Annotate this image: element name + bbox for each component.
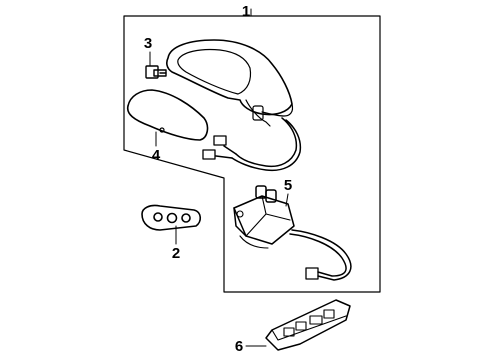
switch-module-part — [265, 299, 351, 351]
callout-5-label: 5 — [284, 177, 292, 194]
bulb-part — [145, 65, 167, 79]
gasket-part — [141, 204, 202, 231]
callout-5-leader — [285, 193, 289, 207]
mirror-wire-harness — [202, 117, 302, 172]
motor-wire-harness — [289, 229, 352, 281]
mirror-housing — [166, 39, 294, 127]
callout-1-label: 1 — [242, 3, 250, 20]
callout-6-label: 6 — [235, 338, 243, 355]
callout-3-label: 3 — [144, 35, 152, 52]
callout-2-label: 2 — [172, 245, 180, 262]
assembly-outline — [123, 15, 381, 293]
lens-cover-part — [126, 89, 209, 141]
mirror-motor-part — [233, 185, 295, 249]
callout-4-label: 4 — [152, 147, 161, 164]
